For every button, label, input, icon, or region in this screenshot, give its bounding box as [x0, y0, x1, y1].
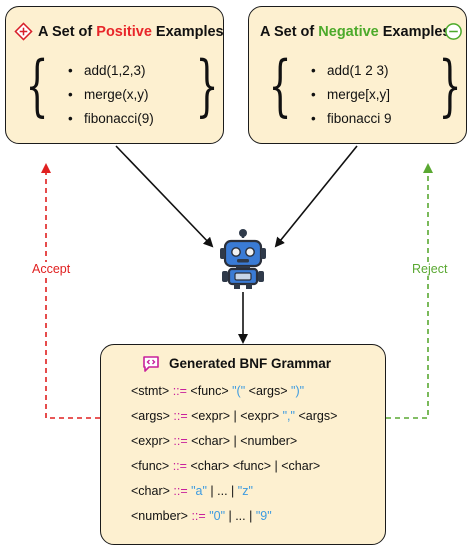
rule-literal: "," — [282, 409, 295, 423]
rule-token: | ... | — [206, 484, 238, 498]
rule-token: | ... | — [225, 509, 256, 523]
rule-literal: "z" — [237, 484, 253, 498]
rule-token: <args> — [245, 384, 292, 398]
rule-lhs: <args> — [131, 409, 170, 423]
left-brace: { — [268, 47, 292, 124]
rule-operator: ::= — [169, 484, 192, 498]
accept-arrow — [41, 163, 100, 419]
negative-example-item: add(1 2 3) — [305, 59, 392, 83]
arrow-negative-to-robot — [274, 145, 358, 248]
negative-title: A Set of Negative Examples — [260, 24, 450, 40]
rule-lhs: <char> — [131, 484, 170, 498]
rule-literal: "0" — [209, 509, 226, 523]
rule-operator: ::= — [169, 409, 192, 423]
rule-token: <args> — [294, 409, 338, 423]
reject-arrow — [386, 163, 433, 419]
positive-example-item: fibonacci(9) — [62, 107, 154, 131]
grammar-rule: <args> ::= <expr> | <expr> "," <args> — [131, 406, 337, 426]
reject-label: Reject — [410, 262, 450, 276]
negative-example-item: fibonacci 9 — [305, 107, 392, 131]
negative-title-suffix: Examples — [378, 24, 451, 40]
right-brace: } — [438, 47, 462, 124]
robot-icon — [220, 229, 266, 289]
minus-circle-icon — [445, 23, 462, 40]
right-brace: } — [195, 47, 219, 124]
rule-operator: ::= — [169, 459, 191, 473]
speech-bubble-code-icon — [143, 356, 159, 372]
plus-diamond-icon — [14, 22, 33, 41]
rule-token: <expr> | <expr> — [191, 409, 283, 423]
grammar-rule: <expr> ::= <char> | <number> — [131, 431, 297, 451]
positive-example-item: merge(x,y) — [62, 83, 154, 107]
grammar-rule: <stmt> ::= <func> "(" <args> ")" — [131, 381, 304, 401]
positive-title-prefix: A Set of — [38, 24, 97, 40]
positive-title-highlight: Positive — [96, 24, 152, 40]
rule-lhs: <stmt> — [131, 384, 170, 398]
negative-examples-list: add(1 2 3) merge[x,y] fibonacci 9 — [305, 59, 392, 131]
positive-title-suffix: Examples — [151, 24, 224, 40]
rule-literal: "9" — [255, 509, 272, 523]
positive-examples-list: add(1,2,3) merge(x,y) fibonacci(9) — [62, 59, 154, 131]
rule-operator: ::= — [169, 434, 192, 448]
grammar-rule: <char> ::= "a" | ... | "z" — [131, 481, 253, 501]
bnf-grammar-box — [100, 344, 386, 545]
left-brace: { — [25, 47, 49, 124]
rule-token: <char> <func> | <char> — [190, 459, 321, 473]
negative-example-item: merge[x,y] — [305, 83, 392, 107]
rule-token: <func> — [190, 384, 233, 398]
grammar-rule: <func> ::= <char> <func> | <char> — [131, 456, 320, 476]
rule-literal: ")" — [291, 384, 305, 398]
rule-token: <char> | <number> — [191, 434, 298, 448]
rule-literal: "a" — [191, 484, 207, 498]
arrow-positive-to-robot — [115, 145, 214, 248]
positive-examples-box: A Set of Positive Examples { add(1,2,3) … — [5, 6, 224, 144]
rule-literal: "(" — [232, 384, 246, 398]
negative-examples-box: A Set of Negative Examples { add(1 2 3) … — [248, 6, 467, 144]
rule-operator: ::= — [187, 509, 210, 523]
accept-label: Accept — [30, 262, 73, 276]
rule-operator: ::= — [169, 384, 191, 398]
rule-lhs: <expr> — [131, 434, 170, 448]
grammar-rule: <number> ::= "0" | ... | "9" — [131, 506, 272, 526]
negative-title-prefix: A Set of — [260, 24, 319, 40]
rule-lhs: <number> — [131, 509, 188, 523]
positive-example-item: add(1,2,3) — [62, 59, 154, 83]
rule-lhs: <func> — [131, 459, 170, 473]
negative-title-highlight: Negative — [318, 24, 379, 40]
grammar-title: Generated BNF Grammar — [169, 356, 332, 371]
positive-title: A Set of Positive Examples — [38, 24, 224, 40]
